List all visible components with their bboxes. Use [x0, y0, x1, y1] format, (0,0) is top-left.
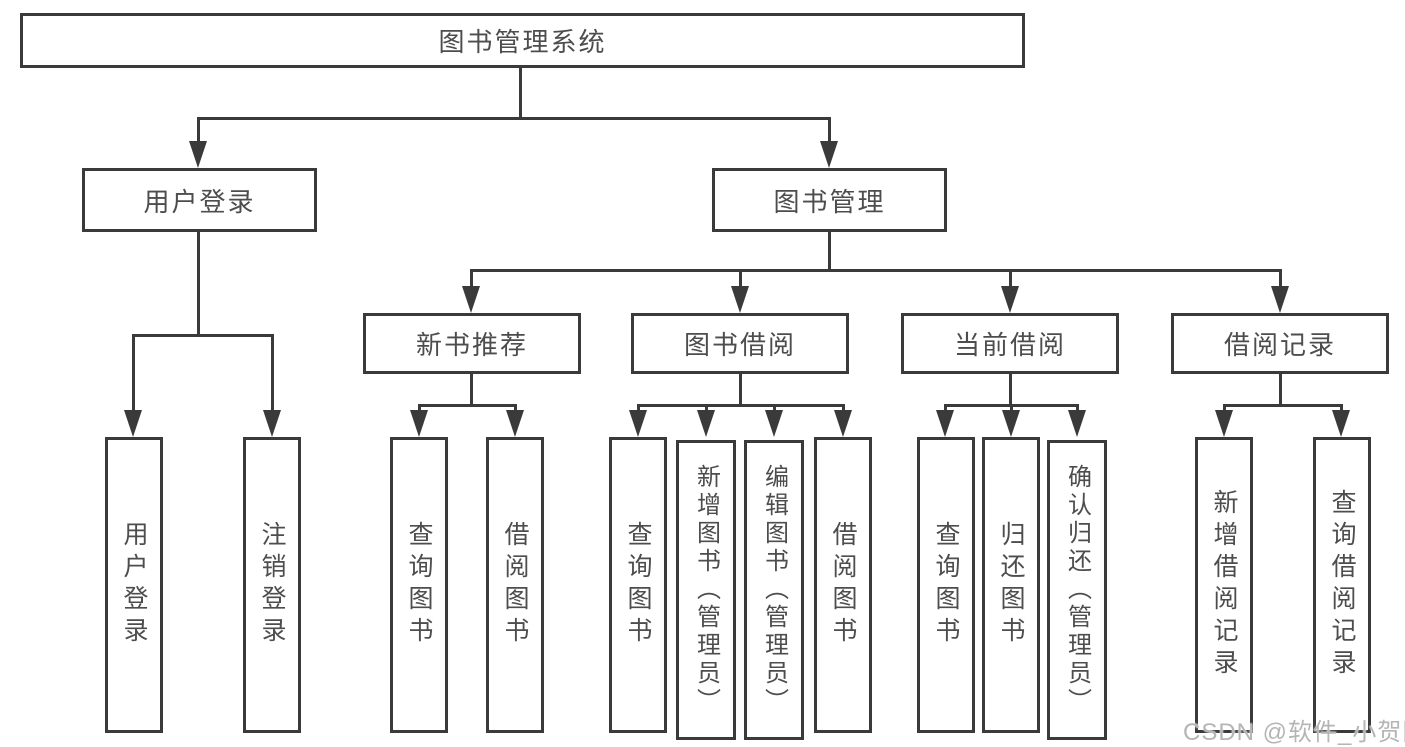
leaf-edit-books-admin: 编辑图书（管理员） [744, 440, 804, 740]
leaf-logout: 注销登录 [243, 437, 301, 733]
connector-records-drop-2 [1340, 404, 1343, 414]
arrow-down-icon [124, 410, 142, 437]
arrow-down-icon [731, 286, 749, 313]
arrow-down-icon [629, 410, 647, 437]
connector-recommend-rail [418, 404, 517, 407]
node-book-borrow: 图书借阅 [631, 313, 849, 374]
arrow-down-icon [189, 141, 207, 168]
leaf-add-books-admin: 新增图书（管理员） [676, 440, 736, 740]
arrow-down-icon [697, 410, 715, 437]
connector-current-drop-2 [1010, 404, 1013, 414]
leaf-query-books-recommend: 查询图书 [390, 437, 448, 733]
arrow-down-icon [410, 410, 428, 437]
connector-recommend-stem [470, 374, 473, 407]
connector-login-stem [197, 232, 200, 337]
node-current-borrow: 当前借阅 [901, 313, 1119, 374]
arrow-down-icon [1215, 410, 1233, 437]
leaf-borrow-books-recommend: 借阅图书 [486, 437, 544, 733]
connector-mgmt-drop-1 [470, 269, 473, 289]
connector-borrow-drop-3 [773, 404, 776, 414]
connector-root-stem [519, 68, 522, 118]
arrow-down-icon [834, 410, 852, 437]
connector-borrow-drop-4 [842, 404, 845, 414]
node-new-book-recommend: 新书推荐 [363, 313, 581, 374]
connector-mgmt-stem [828, 232, 831, 272]
arrow-down-icon [1068, 410, 1086, 437]
connector-mgmt-drop-2 [739, 269, 742, 289]
leaf-confirm-return-admin: 确认归还（管理员） [1047, 440, 1107, 740]
connector-root-drop-left [197, 117, 200, 143]
connector-current-stem [1009, 374, 1012, 407]
connector-root-drop-right [828, 117, 831, 143]
connector-borrow-rail [637, 404, 845, 407]
leaf-query-books-current: 查询图书 [917, 437, 975, 733]
node-root: 图书管理系统 [20, 13, 1025, 68]
connector-records-stem [1279, 374, 1282, 407]
arrow-down-icon [506, 410, 524, 437]
arrow-down-icon [462, 286, 480, 313]
leaf-add-borrow-record: 新增借阅记录 [1195, 437, 1253, 733]
connector-mgmt-drop-3 [1009, 269, 1012, 289]
connector-records-rail [1223, 404, 1343, 407]
arrow-down-icon [820, 141, 838, 168]
connector-borrow-drop-2 [705, 404, 708, 414]
node-book-management-branch: 图书管理 [712, 168, 947, 232]
leaf-return-books: 归还图书 [982, 437, 1040, 733]
connector-login-rail [132, 334, 273, 337]
arrow-down-icon [263, 410, 281, 437]
connector-root-rail [197, 117, 831, 120]
connector-records-drop-1 [1223, 404, 1226, 414]
connector-current-drop-3 [1076, 404, 1079, 414]
connector-mgmt-rail [470, 269, 1282, 272]
node-user-login-branch: 用户登录 [82, 168, 317, 232]
connector-login-drop-1 [132, 334, 135, 412]
arrow-down-icon [1332, 410, 1350, 437]
leaf-query-borrow-record: 查询借阅记录 [1313, 437, 1371, 733]
arrow-down-icon [1002, 410, 1020, 437]
connector-mgmt-drop-4 [1279, 269, 1282, 289]
connector-login-drop-2 [271, 334, 274, 412]
node-borrow-records: 借阅记录 [1171, 313, 1389, 374]
arrow-down-icon [1001, 286, 1019, 313]
arrow-down-icon [1271, 286, 1289, 313]
connector-borrow-drop-1 [637, 404, 640, 414]
connector-recommend-drop-1 [418, 404, 421, 414]
leaf-query-books-borrow: 查询图书 [609, 437, 667, 733]
connector-current-drop-1 [944, 404, 947, 414]
arrow-down-icon [936, 410, 954, 437]
csdn-watermark: CSDN @软件_小贺同学 [1183, 719, 1405, 746]
connector-borrow-stem [739, 374, 742, 407]
connector-recommend-drop-2 [514, 404, 517, 414]
leaf-user-login: 用户登录 [105, 437, 163, 733]
leaf-borrow-books-borrow: 借阅图书 [814, 437, 872, 733]
arrow-down-icon [765, 410, 783, 437]
